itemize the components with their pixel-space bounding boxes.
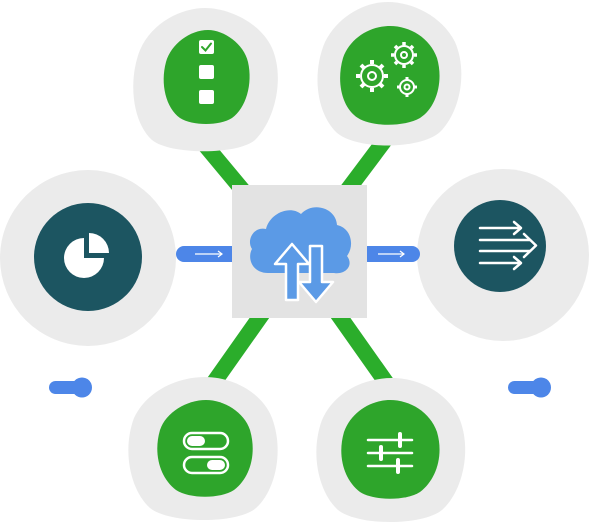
arrows-merge-icon <box>478 220 538 271</box>
sliders-icon <box>366 432 414 474</box>
pie-chart-icon <box>64 233 109 278</box>
flow-arrow-right <box>360 246 420 262</box>
node-settings-badge <box>340 26 440 125</box>
node-routing <box>417 169 589 341</box>
node-analytics-badge <box>34 203 142 311</box>
toggle-decoration-left <box>49 377 92 398</box>
node-settings <box>317 2 462 146</box>
node-tasks <box>133 8 278 152</box>
node-routing-badge <box>454 200 546 292</box>
node-analytics <box>0 170 176 346</box>
cloud-sync-icon <box>249 207 352 304</box>
flow-arrow-left <box>176 246 240 262</box>
toggle-decoration-right <box>508 377 551 398</box>
hub <box>232 185 367 318</box>
toggle-switches-icon <box>182 431 230 475</box>
node-controls <box>316 378 466 522</box>
gears-icon <box>356 42 417 97</box>
node-controls-badge <box>341 400 440 499</box>
checklist-icon <box>199 40 214 104</box>
node-toggles <box>128 377 278 520</box>
